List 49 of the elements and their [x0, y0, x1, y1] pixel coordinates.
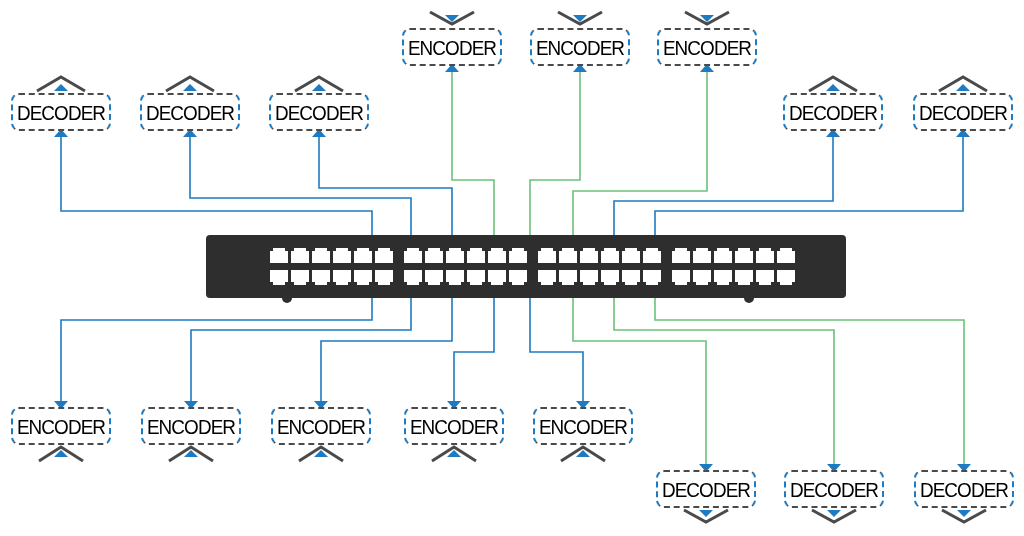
device-label: DECODER [918, 101, 1008, 123]
device-box [11, 407, 111, 445]
connector-line [654, 129, 970, 236]
connector-line [613, 297, 841, 472]
connector-line [54, 129, 373, 236]
device-box [140, 93, 240, 131]
device-label: DECODER [145, 101, 235, 123]
connector-line [572, 64, 714, 236]
connector-line [183, 129, 412, 236]
device-box [914, 470, 1014, 508]
connector-line [447, 297, 495, 409]
device-box [656, 470, 756, 508]
device-label: ENCODER [16, 415, 106, 437]
connector-line [529, 297, 590, 409]
device-box [784, 470, 884, 508]
device-label: DECODER [16, 101, 106, 123]
connector-line [572, 297, 713, 472]
connector-line [529, 64, 587, 236]
device-box [783, 93, 883, 131]
device-box [657, 28, 757, 66]
device-label: ENCODER [407, 36, 497, 58]
device-box [913, 93, 1013, 131]
network-switch [206, 235, 846, 298]
device-box [141, 407, 241, 445]
device-label: ENCODER [146, 415, 236, 437]
device-label: DECODER [919, 478, 1009, 500]
device-label: DECODER [788, 101, 878, 123]
device-box [11, 93, 111, 131]
connector-line [184, 297, 412, 409]
device-label: ENCODER [538, 415, 628, 437]
device-label: DECODER [789, 478, 879, 500]
connector-line [54, 297, 373, 409]
connector-line [312, 129, 453, 236]
connector-line [314, 297, 453, 409]
device-box [402, 28, 502, 66]
device-label: ENCODER [662, 36, 752, 58]
connector-line [613, 129, 840, 236]
connector-line [654, 297, 971, 472]
device-label: ENCODER [409, 415, 499, 437]
device-label: DECODER [274, 101, 364, 123]
device-box [533, 407, 633, 445]
device-label: DECODER [661, 478, 751, 500]
connector-line [445, 64, 495, 236]
device-box [404, 407, 504, 445]
device-box [530, 28, 630, 66]
device-label: ENCODER [535, 36, 625, 58]
device-box [269, 93, 369, 131]
device-box [271, 407, 371, 445]
device-label: ENCODER [276, 415, 366, 437]
